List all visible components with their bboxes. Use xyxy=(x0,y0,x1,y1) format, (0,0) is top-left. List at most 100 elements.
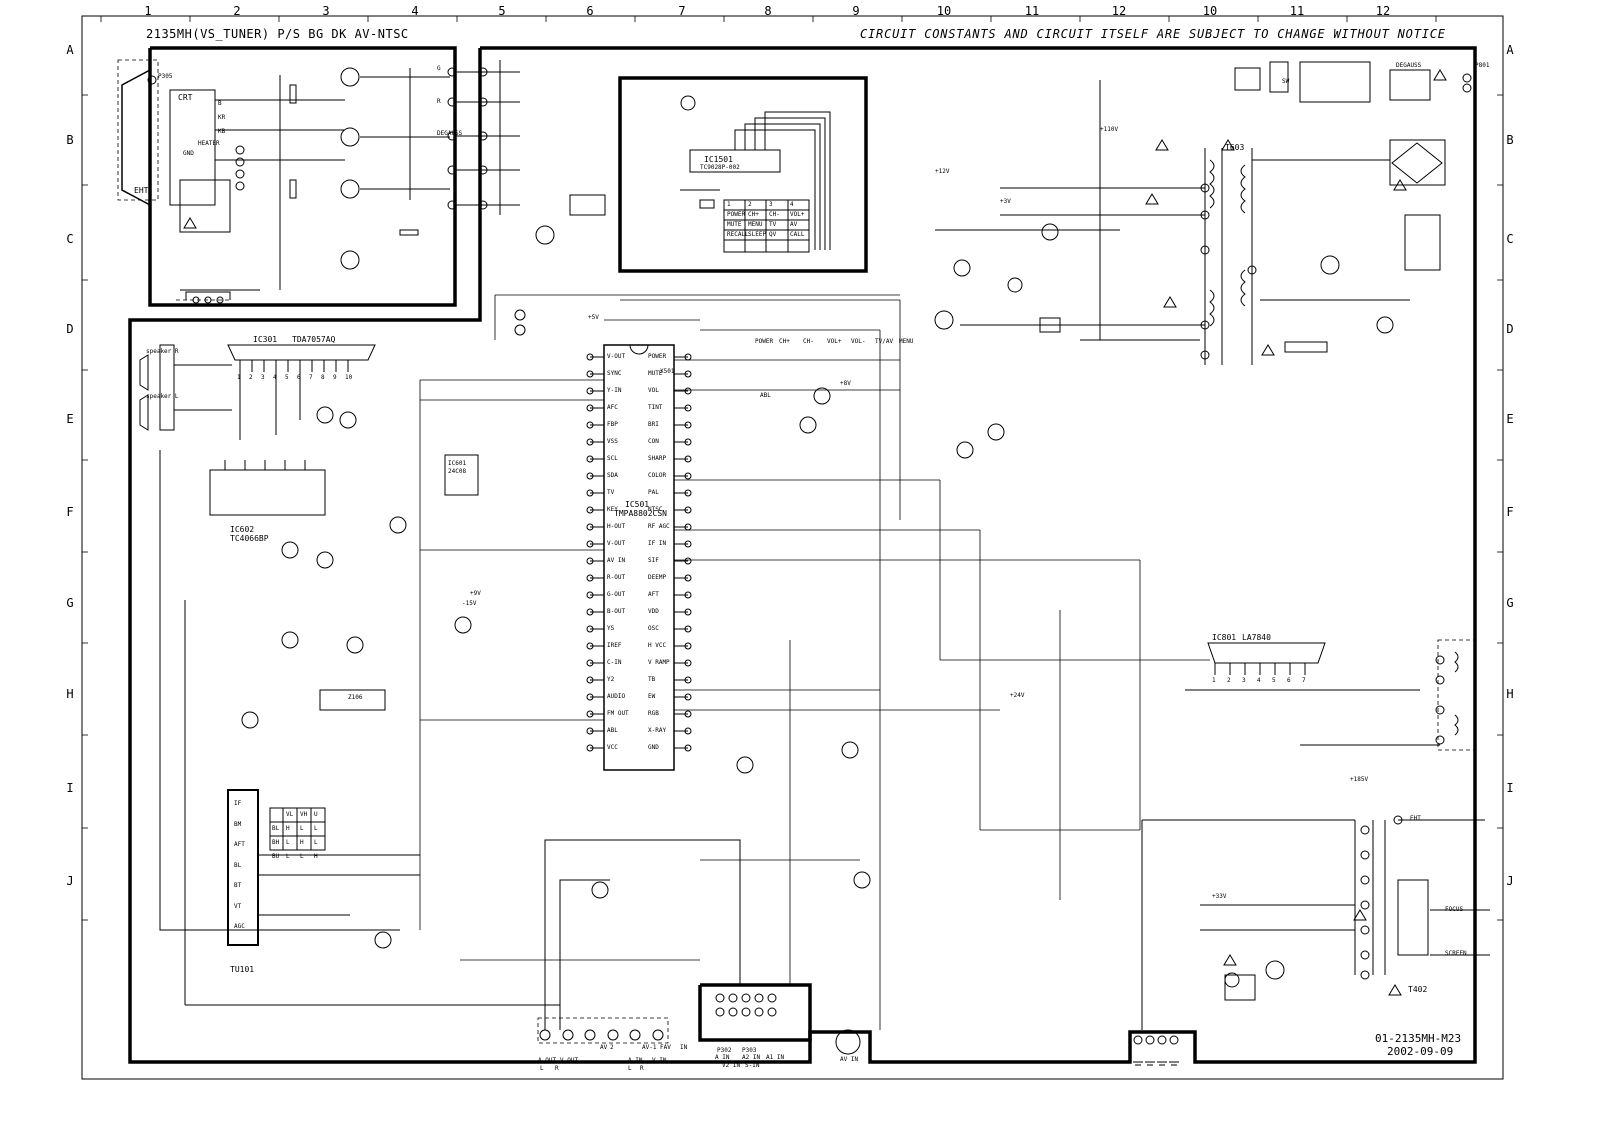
row-j-left: J xyxy=(66,874,74,888)
row-b-left: B xyxy=(66,133,74,147)
ic301-pin-number: 6 xyxy=(297,374,301,381)
front-key-label: VOL- xyxy=(851,338,866,345)
ic801-pin-number: 6 xyxy=(1287,677,1291,684)
bus-wiring xyxy=(419,294,1210,1030)
ic501-left-pin-label: FBP xyxy=(607,421,618,428)
tuner-pin-label: VT xyxy=(234,902,242,910)
keypad-key-label: SLEEP xyxy=(748,231,767,238)
video-output-stage xyxy=(180,67,450,291)
bottom-connector-label: V2 IN xyxy=(722,1062,741,1069)
ic801-name: IC801 xyxy=(1212,633,1237,642)
ic501-right-pin-label: SHARP xyxy=(648,455,667,462)
g-signal-label: R xyxy=(437,98,441,105)
crt-board-connector xyxy=(185,60,520,304)
ic801-pin-number: 5 xyxy=(1272,677,1276,684)
p305-label: P305 xyxy=(158,73,173,80)
ic501-right-pin-label: POWER xyxy=(648,353,667,360)
ic501-block xyxy=(603,344,675,771)
keypad-key-label: CH- xyxy=(769,211,780,218)
keypad-key-label: MUTE xyxy=(727,221,742,228)
row-c-right: C xyxy=(1506,232,1514,246)
col-7: 7 xyxy=(678,4,686,18)
ic501-left-pin-pad xyxy=(586,421,594,429)
col-5: 5 xyxy=(498,4,506,18)
tuner-table-head: VH xyxy=(300,811,308,818)
keypad-key-label: CH+ xyxy=(748,211,759,218)
keypad-key-label: POWER xyxy=(727,211,746,218)
ic501-right-pin-label: BRI xyxy=(648,421,659,428)
ic501-part: TMPA8802CSN xyxy=(614,509,667,518)
front-key-label: TV/AV xyxy=(875,338,894,345)
ic1501-part: TC9028P-002 xyxy=(700,164,740,171)
supply-rail-label: +24V xyxy=(1010,692,1025,699)
kg-label: B xyxy=(218,100,222,107)
safety-marks xyxy=(183,69,1447,996)
ic501-left-pin-label: YS xyxy=(607,625,615,632)
tuner-pin-label: AFT xyxy=(234,841,245,848)
ic801-pin-number: 7 xyxy=(1302,677,1306,684)
ic501-left-pin-label: V-OUT xyxy=(607,540,626,547)
ic602-part: TC4066BP xyxy=(230,534,269,543)
ic501-left-pin-label: ABL xyxy=(607,727,618,734)
document-date: 2002-09-09 xyxy=(1387,1045,1454,1058)
tuner-table-cell: H xyxy=(286,825,290,832)
ic501-right-pin-pad xyxy=(684,642,692,650)
ic501-left-pin-label: Y2 xyxy=(607,676,615,683)
supply-rail-label: +12V xyxy=(935,168,950,175)
ic501-left-pin-label: G-OUT xyxy=(607,591,626,598)
col-11b: 11 xyxy=(1289,4,1305,18)
ic301-pin-number: 7 xyxy=(309,374,313,381)
ic501-left-pin-pad xyxy=(586,353,594,361)
ic602-block xyxy=(159,450,560,1006)
speaker-r-label: speaker R xyxy=(146,348,179,355)
kb-label: KB xyxy=(218,128,226,135)
supply-rail-label: +3V xyxy=(1000,198,1011,205)
ic501-right-pin-label: IF IN xyxy=(648,540,667,547)
keypad-key-label: 4 xyxy=(790,201,794,208)
eht-label: EHT xyxy=(1410,815,1421,822)
supply-rail-label: +8V xyxy=(840,380,851,387)
row-i-left: I xyxy=(66,781,74,795)
col-11: 11 xyxy=(1024,4,1040,18)
row-a-left: A xyxy=(66,43,74,57)
ic501-left-pin-pad xyxy=(586,710,594,718)
ic501-left-pin-pad xyxy=(586,557,594,565)
z106-label: Z106 xyxy=(348,694,363,701)
bottom-connector-label: A IN xyxy=(715,1054,730,1061)
ic301-pin-number: 2 xyxy=(249,374,253,381)
row-h-left: H xyxy=(66,687,74,701)
ic601-block xyxy=(444,194,606,634)
row-d-right: D xyxy=(1506,322,1514,336)
row-f-right: F xyxy=(1506,505,1514,519)
ic501-right-pin-pad xyxy=(684,727,692,735)
ic301-pin-number: 3 xyxy=(261,374,265,381)
bottom-connector-label: A IN xyxy=(628,1057,643,1064)
supply-rail-label: +110V xyxy=(1100,126,1119,133)
screen-label: SCREEN xyxy=(1445,950,1467,957)
col-10: 10 xyxy=(936,4,952,18)
tuner-pin-label: BL xyxy=(234,861,242,869)
ic501-right-pin-pad xyxy=(684,540,692,548)
ic501-left-pin-label: IREF xyxy=(607,642,622,649)
ic501-left-pin-label: VSS xyxy=(607,438,618,445)
ic601-part: 24C08 xyxy=(448,468,467,475)
ic501-right-pin-label: OSC xyxy=(648,625,659,632)
bottom-connector-label: P303 xyxy=(742,1047,757,1054)
ic501-left-pin-pad xyxy=(586,506,594,514)
ic501-left-pin-pad xyxy=(586,387,594,395)
r-signal-label: DEGAUSS xyxy=(437,130,463,137)
ic501-right-pin-label: DEEMP xyxy=(648,574,667,581)
ic301-name: IC301 xyxy=(253,335,278,344)
tuner-label: TU101 xyxy=(230,965,255,974)
ic501-right-pin-label: MUTE xyxy=(648,370,663,377)
bottom-connector-label: V IN xyxy=(652,1057,667,1064)
ic501-right-pin-pad xyxy=(684,370,692,378)
col-2: 2 xyxy=(233,4,241,18)
ic501-left-pin-pad xyxy=(586,574,594,582)
heater-label: HEATER xyxy=(198,140,220,147)
ic501-right-pin-pad xyxy=(684,676,692,684)
col-12b: 12 xyxy=(1375,4,1391,18)
ic501-left-pin-pad xyxy=(586,455,594,463)
ic501-right-pin-label: PAL xyxy=(648,489,659,496)
